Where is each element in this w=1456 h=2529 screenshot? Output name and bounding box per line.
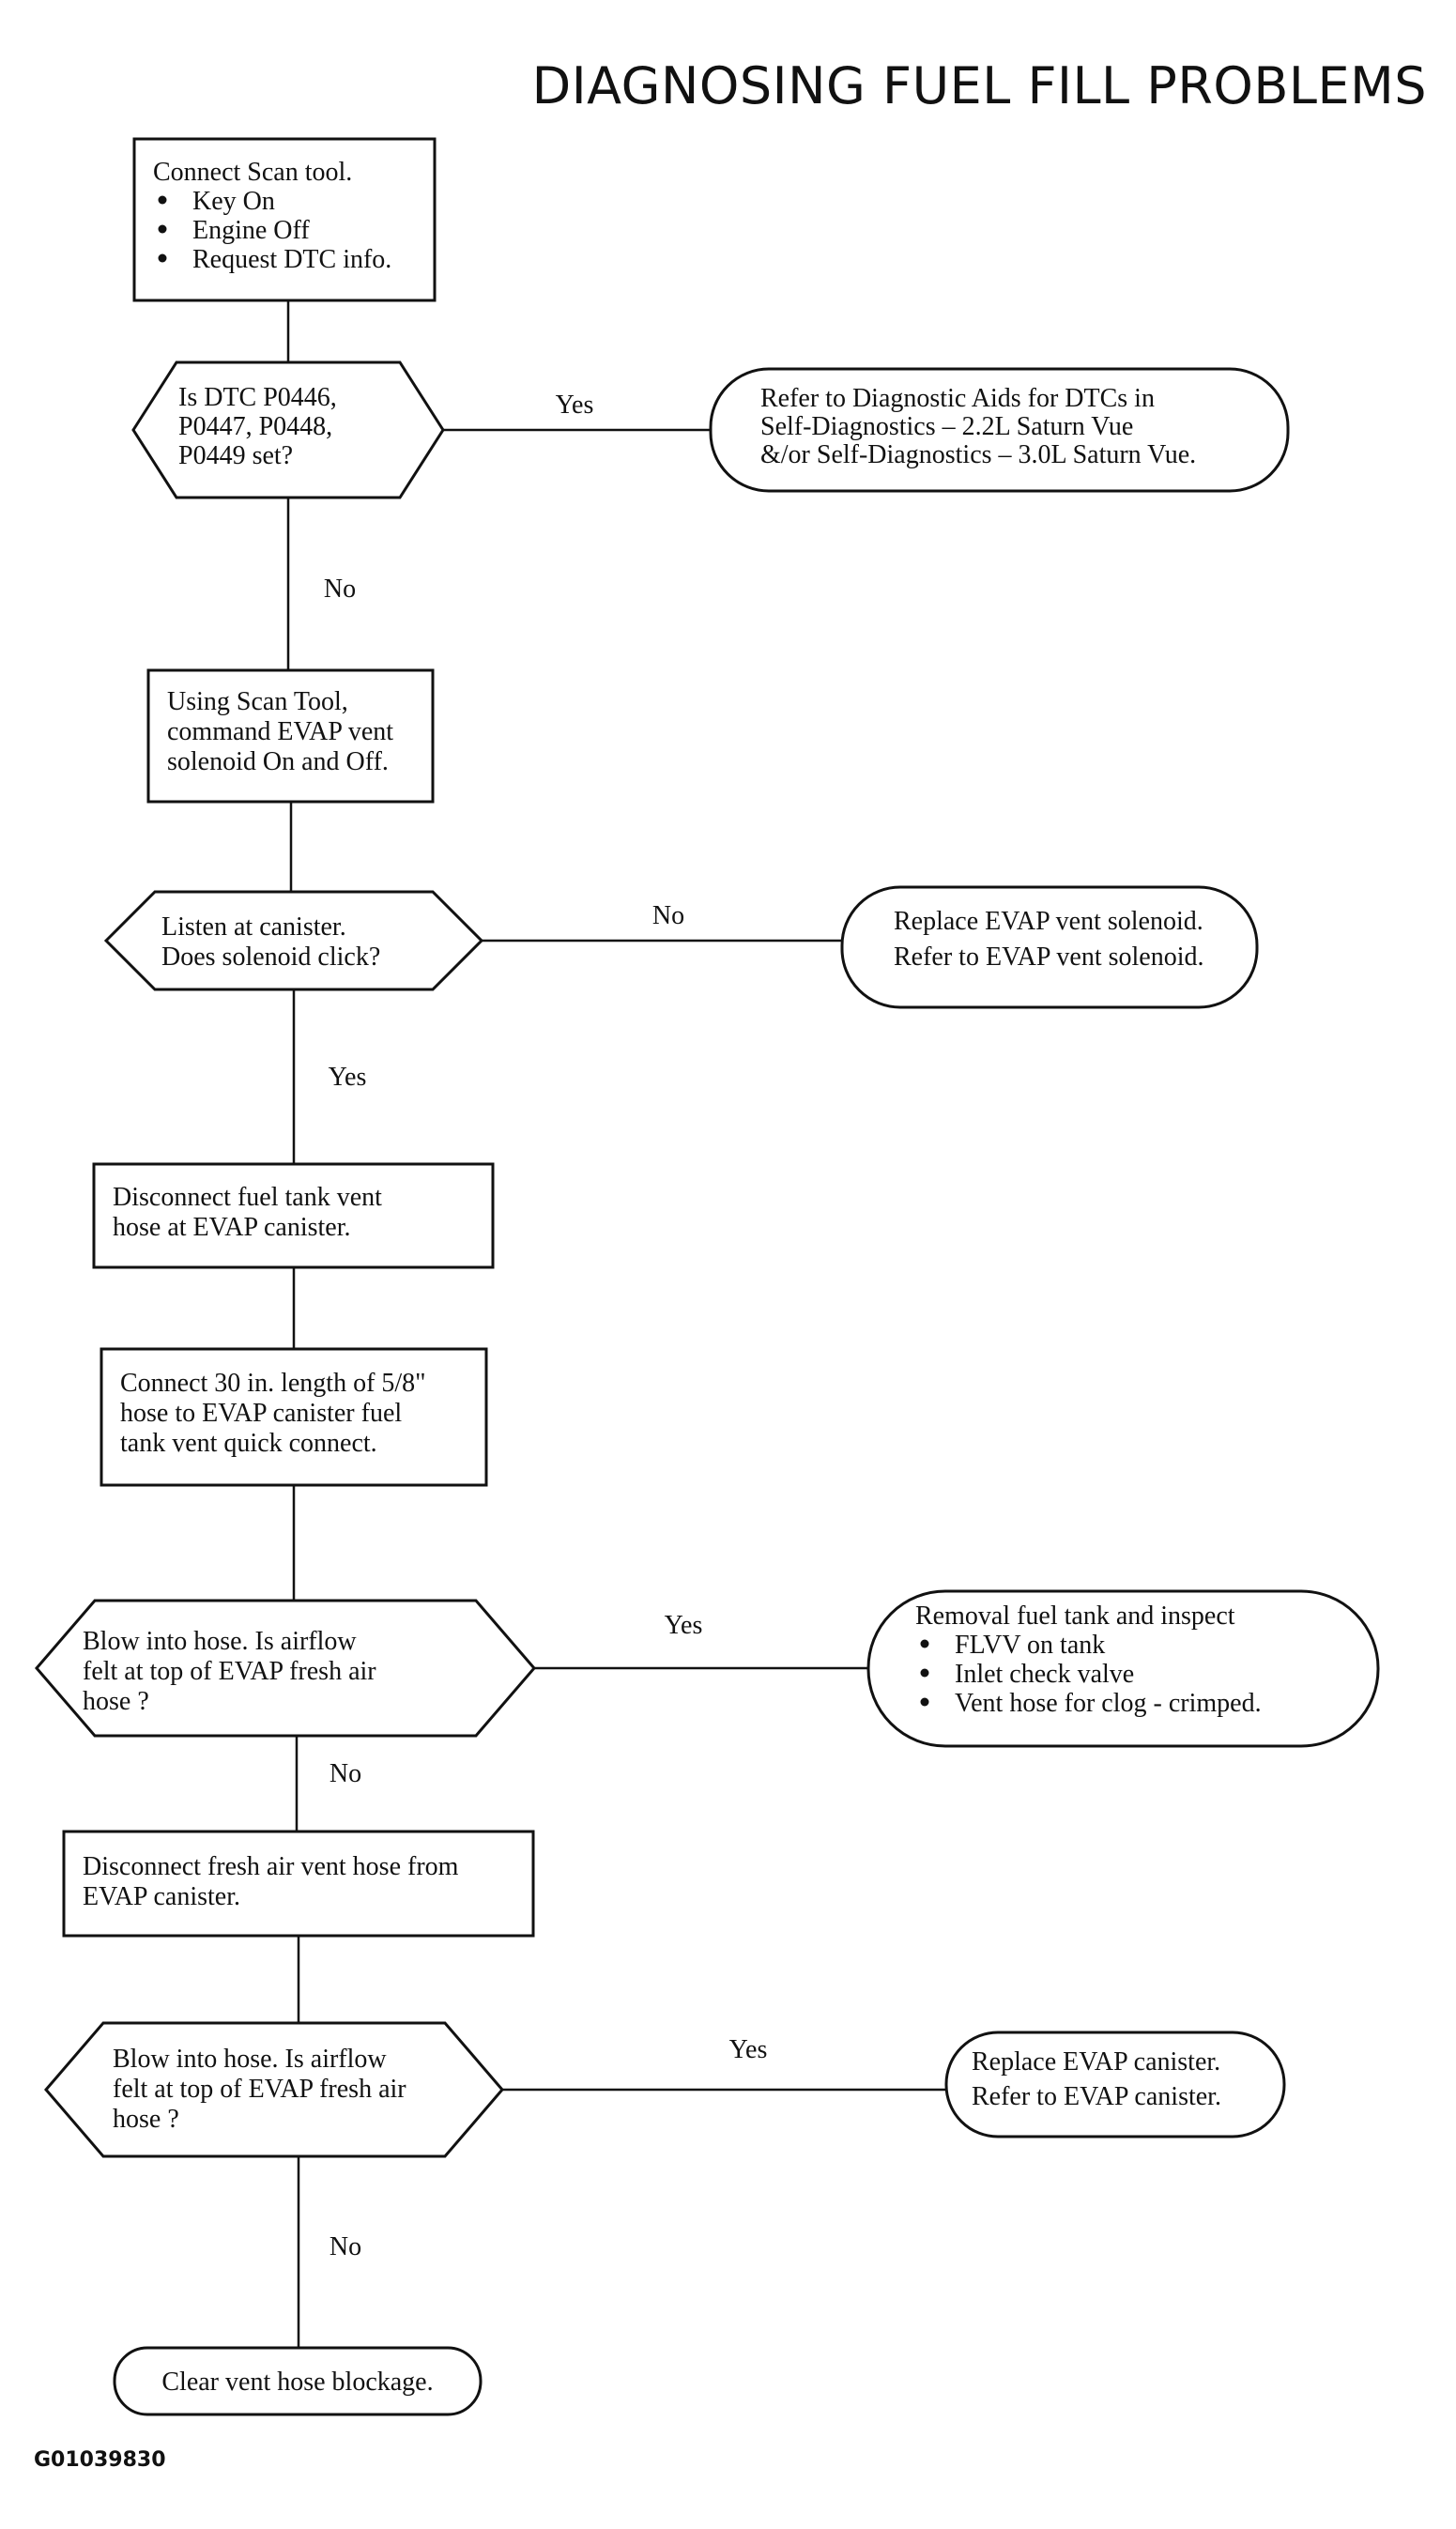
n1-bullet-text: Request DTC info. bbox=[192, 245, 391, 274]
n4-text-line: hose to EVAP canister fuel bbox=[120, 1399, 402, 1428]
n1-bullet-text: Key On bbox=[192, 187, 275, 216]
d1-decision-shape bbox=[131, 360, 445, 499]
edge-label-d2-r2: No bbox=[652, 901, 684, 930]
figure-id: G01039830 bbox=[34, 2448, 166, 2472]
r1-terminal-shape bbox=[709, 367, 1290, 493]
d4-text-line: Blow into hose. Is airflow bbox=[113, 2045, 387, 2074]
r3-bullet-text: FLVV on tank bbox=[955, 1631, 1105, 1660]
d1-text-line: P0447, P0448, bbox=[178, 412, 332, 441]
n1-bullet-icon bbox=[158, 253, 167, 263]
edge-label-d3-r3: Yes bbox=[665, 1611, 703, 1640]
flow-node-r1: Refer to Diagnostic Aids for DTCs inSelf… bbox=[709, 367, 1290, 493]
d3-decision-shape bbox=[35, 1599, 536, 1738]
r1-text-line: Refer to Diagnostic Aids for DTCs in bbox=[760, 384, 1155, 413]
r3-terminal-shape bbox=[866, 1589, 1380, 1748]
diagram-title: DIAGNOSING FUEL FILL PROBLEMS bbox=[531, 56, 1427, 115]
d1-text-line: Is DTC P0446, bbox=[178, 383, 337, 412]
edge-label-d2-n3: Yes bbox=[329, 1063, 367, 1092]
r1-text-line: &/or Self-Diagnostics – 3.0L Saturn Vue. bbox=[760, 440, 1196, 469]
r4-terminal-shape bbox=[944, 2031, 1286, 2138]
n5-text-line: EVAP canister. bbox=[83, 1882, 240, 1911]
n3-text-line: Disconnect fuel tank vent bbox=[113, 1183, 382, 1212]
n2-text-line: solenoid On and Off. bbox=[167, 747, 389, 776]
r2-text-line: Replace EVAP vent solenoid. bbox=[894, 907, 1203, 936]
n5-text-line: Disconnect fresh air vent hose from bbox=[83, 1852, 459, 1881]
r2-text-line: Refer to EVAP vent solenoid. bbox=[894, 943, 1204, 972]
d2-text-line: Does solenoid click? bbox=[161, 943, 380, 972]
flow-node-d1: Is DTC P0446,P0447, P0448,P0449 set? bbox=[131, 360, 445, 499]
n2-text-line: command EVAP vent bbox=[167, 717, 393, 746]
edge-label-d3-n5: No bbox=[330, 1759, 361, 1788]
flow-node-d2: Listen at canister.Does solenoid click? bbox=[103, 890, 484, 991]
edge-label-d4-t1: No bbox=[330, 2232, 361, 2261]
d4-text-line: felt at top of EVAP fresh air bbox=[113, 2075, 406, 2104]
flow-node-n2: Using Scan Tool,command EVAP ventsolenoi… bbox=[146, 668, 435, 804]
n3-text-line: hose at EVAP canister. bbox=[113, 1213, 351, 1242]
flow-node-n4: Connect 30 in. length of 5/8"hose to EVA… bbox=[100, 1347, 488, 1487]
r3-text-line: Removal fuel tank and inspect bbox=[915, 1602, 1235, 1631]
n1-bullet-icon bbox=[158, 195, 167, 205]
r4-text-line: Refer to EVAP canister. bbox=[972, 2082, 1221, 2111]
r3-bullet-icon bbox=[920, 1697, 929, 1707]
n4-text-line: Connect 30 in. length of 5/8" bbox=[120, 1369, 426, 1398]
r3-bullet-text: Inlet check valve bbox=[955, 1660, 1134, 1689]
n1-box bbox=[132, 137, 437, 302]
flow-node-r4: Replace EVAP canister. Refer to EVAP cani… bbox=[944, 2031, 1286, 2138]
flow-node-t1: Clear vent hose blockage. bbox=[113, 2346, 483, 2416]
d4-decision-shape bbox=[44, 2021, 504, 2158]
flow-node-r2: Replace EVAP vent solenoid. Refer to EVAP… bbox=[840, 885, 1259, 1009]
n4-box bbox=[100, 1347, 488, 1487]
d2-decision-shape bbox=[103, 890, 484, 991]
edge-label-d1-n2: No bbox=[324, 575, 356, 604]
n3-box bbox=[92, 1162, 495, 1269]
edge-label-d1-r1: Yes bbox=[556, 391, 594, 420]
d1-text-line: P0449 set? bbox=[178, 441, 293, 470]
d3-text-line: hose ? bbox=[83, 1687, 149, 1716]
r3-bullet-icon bbox=[920, 1639, 929, 1648]
d2-text-line: Listen at canister. bbox=[161, 912, 346, 942]
flow-node-n5: Disconnect fresh air vent hose fromEVAP … bbox=[62, 1830, 535, 1938]
n1-text-line: Connect Scan tool. bbox=[153, 158, 352, 187]
edge-label-d4-r4: Yes bbox=[729, 2035, 768, 2064]
d3-text-line: Blow into hose. Is airflow bbox=[83, 1627, 357, 1656]
t1-text-line: Clear vent hose blockage. bbox=[161, 2368, 433, 2397]
n1-bullet-icon bbox=[158, 224, 167, 234]
r3-bullet-icon bbox=[920, 1668, 929, 1678]
n1-bullet-text: Engine Off bbox=[192, 216, 310, 245]
r1-text-line: Self-Diagnostics – 2.2L Saturn Vue bbox=[760, 412, 1133, 441]
n5-box bbox=[62, 1830, 535, 1938]
r3-bullet-text: Vent hose for clog - crimped. bbox=[955, 1689, 1262, 1718]
r2-terminal-shape bbox=[840, 885, 1259, 1009]
d3-text-line: felt at top of EVAP fresh air bbox=[83, 1657, 376, 1686]
d4-text-line: hose ? bbox=[113, 2105, 179, 2134]
r4-text-line: Replace EVAP canister. bbox=[972, 2047, 1220, 2077]
n2-box bbox=[146, 668, 435, 804]
n4-text-line: tank vent quick connect. bbox=[120, 1429, 377, 1458]
t1-terminal-shape bbox=[113, 2346, 483, 2416]
n2-text-line: Using Scan Tool, bbox=[167, 687, 348, 716]
